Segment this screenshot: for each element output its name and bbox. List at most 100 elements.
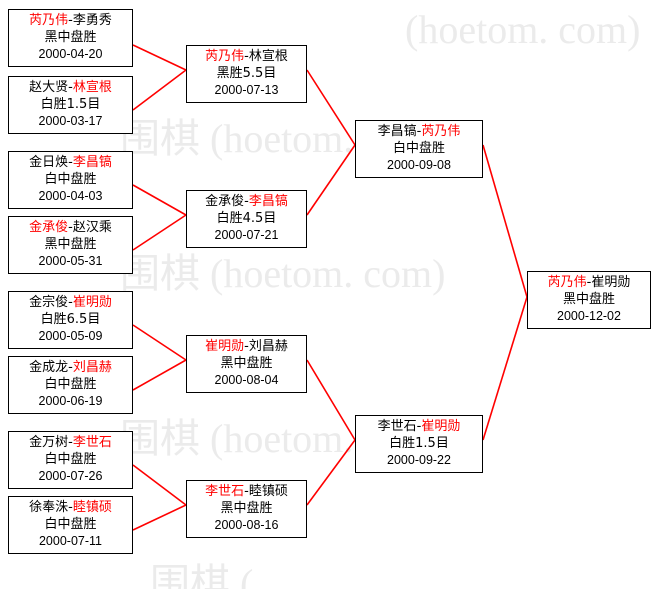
match-result: 黑中盘胜 xyxy=(220,356,273,371)
match-result: 黑中盘胜 xyxy=(44,237,97,252)
player-name-winner: 睦镇硕 xyxy=(72,500,112,515)
match-result: 白中盘胜 xyxy=(44,377,97,392)
vs-separator: - xyxy=(68,155,73,170)
match-result: 白中盘胜 xyxy=(44,452,97,467)
match-node[interactable]: 赵大贤-林宣根 白胜1.5目 2000-03-17 xyxy=(8,76,133,134)
player-name-loser: 赵大贤 xyxy=(29,80,69,95)
player-name-winner: 崔明勋 xyxy=(421,419,461,434)
match-result: 黑中盘胜 xyxy=(44,30,97,45)
player-name-winner: 李世石 xyxy=(72,435,112,450)
match-players: 金承俊-赵汉乘 xyxy=(13,219,128,236)
match-node[interactable]: 芮乃伟-李勇秀 黑中盘胜 2000-04-20 xyxy=(8,9,133,67)
vs-separator: - xyxy=(416,419,422,434)
player-name-loser: 李昌镐 xyxy=(377,124,417,139)
match-players: 徐奉洙-睦镇硕 xyxy=(13,499,128,516)
player-name-loser: 李世石 xyxy=(377,419,417,434)
vs-separator: - xyxy=(244,49,249,64)
player-name-winner: 芮乃伟 xyxy=(421,124,461,139)
match-result: 白胜4.5目 xyxy=(216,211,277,226)
match-date: 2000-09-08 xyxy=(387,158,451,172)
vs-separator: - xyxy=(68,500,73,515)
player-name-winner: 崔明勋 xyxy=(205,339,245,354)
match-date: 2000-07-21 xyxy=(214,228,279,242)
match-node[interactable]: 金承俊-李昌镐 白胜4.5目 2000-07-21 xyxy=(186,190,307,248)
match-players: 金万树-李世石 xyxy=(13,434,128,451)
match-date: 2000-07-13 xyxy=(214,83,279,97)
match-date: 2000-05-09 xyxy=(38,329,103,343)
match-node[interactable]: 金万树-李世石 白中盘胜 2000-07-26 xyxy=(8,431,133,489)
match-date: 2000-03-17 xyxy=(38,114,103,128)
player-name-winner: 李昌镐 xyxy=(248,194,288,209)
match-date: 2000-08-16 xyxy=(214,518,279,532)
match-players: 芮乃伟-崔明勋 xyxy=(532,274,646,291)
player-name-winner: 李世石 xyxy=(205,484,245,499)
watermark-text: 围棋 ( xyxy=(150,561,254,589)
player-name-loser: 金承俊 xyxy=(205,194,245,209)
player-name-loser: 金日焕 xyxy=(29,155,69,170)
player-name-winner: 林宣根 xyxy=(72,80,112,95)
match-node[interactable]: 芮乃伟-林宣根 黑胜5.5目 2000-07-13 xyxy=(186,45,307,103)
player-name-loser: 刘昌赫 xyxy=(248,339,288,354)
match-date: 2000-06-19 xyxy=(38,394,103,408)
match-node[interactable]: 金承俊-赵汉乘 黑中盘胜 2000-05-31 xyxy=(8,216,133,274)
vs-separator: - xyxy=(68,360,73,375)
vs-separator: - xyxy=(68,13,73,28)
vs-separator: - xyxy=(68,220,73,235)
match-date: 2000-07-26 xyxy=(38,469,103,483)
match-date: 2000-07-11 xyxy=(38,534,102,548)
match-date: 2000-04-20 xyxy=(38,47,103,61)
match-players: 李世石-崔明勋 xyxy=(360,418,478,435)
match-result: 黑中盘胜 xyxy=(220,501,273,516)
match-date: 2000-05-31 xyxy=(38,254,103,268)
vs-separator: - xyxy=(68,80,73,95)
player-name-winner: 刘昌赫 xyxy=(72,360,112,375)
player-name-loser: 崔明勋 xyxy=(591,275,631,290)
match-players: 李世石-睦镇硕 xyxy=(191,483,302,500)
player-name-loser: 金成龙 xyxy=(29,360,69,375)
vs-separator: - xyxy=(244,339,249,354)
match-result: 白胜6.5目 xyxy=(40,312,101,327)
match-node[interactable]: 李昌镐-芮乃伟 白中盘胜 2000-09-08 xyxy=(355,120,483,178)
vs-separator: - xyxy=(244,484,249,499)
vs-separator: - xyxy=(68,295,73,310)
match-node[interactable]: 金成龙-刘昌赫 白中盘胜 2000-06-19 xyxy=(8,356,133,414)
match-players: 金成龙-刘昌赫 xyxy=(13,359,128,376)
player-name-loser: 睦镇硕 xyxy=(248,484,288,499)
match-node[interactable]: 徐奉洙-睦镇硕 白中盘胜 2000-07-11 xyxy=(8,496,133,554)
player-name-loser: 赵汉乘 xyxy=(72,220,112,235)
match-node[interactable]: 李世石-崔明勋 白胜1.5目 2000-09-22 xyxy=(355,415,483,473)
player-name-loser: 林宣根 xyxy=(248,49,288,64)
match-players: 芮乃伟-林宣根 xyxy=(191,48,302,65)
match-result: 黑胜5.5目 xyxy=(216,66,277,81)
watermark-text: (hoetom. com) xyxy=(405,7,641,52)
match-result: 白胜1.5目 xyxy=(389,436,449,451)
match-players: 芮乃伟-李勇秀 xyxy=(13,12,128,29)
match-result: 白中盘胜 xyxy=(44,172,97,187)
match-node[interactable]: 崔明勋-刘昌赫 黑中盘胜 2000-08-04 xyxy=(186,335,307,393)
vs-separator: - xyxy=(244,194,249,209)
match-date: 2000-04-03 xyxy=(38,189,103,203)
match-result: 白胜1.5目 xyxy=(40,97,101,112)
match-date: 2000-09-22 xyxy=(387,453,451,467)
match-node[interactable]: 李世石-睦镇硕 黑中盘胜 2000-08-16 xyxy=(186,480,307,538)
vs-separator: - xyxy=(586,275,592,290)
match-result: 白中盘胜 xyxy=(44,517,97,532)
match-node[interactable]: 金宗俊-崔明勋 白胜6.5目 2000-05-09 xyxy=(8,291,133,349)
player-name-winner: 芮乃伟 xyxy=(205,49,245,64)
player-name-loser: 金万树 xyxy=(29,435,69,450)
player-name-winner: 金承俊 xyxy=(29,220,69,235)
match-players: 李昌镐-芮乃伟 xyxy=(360,123,478,140)
watermark-text: 围棋 (hoetom. com) xyxy=(120,251,446,296)
match-players: 金宗俊-崔明勋 xyxy=(13,294,128,311)
match-node[interactable]: 金日焕-李昌镐 白中盘胜 2000-04-03 xyxy=(8,151,133,209)
player-name-winner: 李昌镐 xyxy=(72,155,112,170)
match-players: 金日焕-李昌镐 xyxy=(13,154,128,171)
player-name-winner: 芮乃伟 xyxy=(547,275,587,290)
player-name-loser: 李勇秀 xyxy=(72,13,112,28)
vs-separator: - xyxy=(68,435,73,450)
match-node-final[interactable]: 芮乃伟-崔明勋 黑中盘胜 2000-12-02 xyxy=(527,271,651,329)
player-name-winner: 崔明勋 xyxy=(72,295,112,310)
player-name-loser: 徐奉洙 xyxy=(29,500,69,515)
match-date: 2000-12-02 xyxy=(557,309,621,323)
